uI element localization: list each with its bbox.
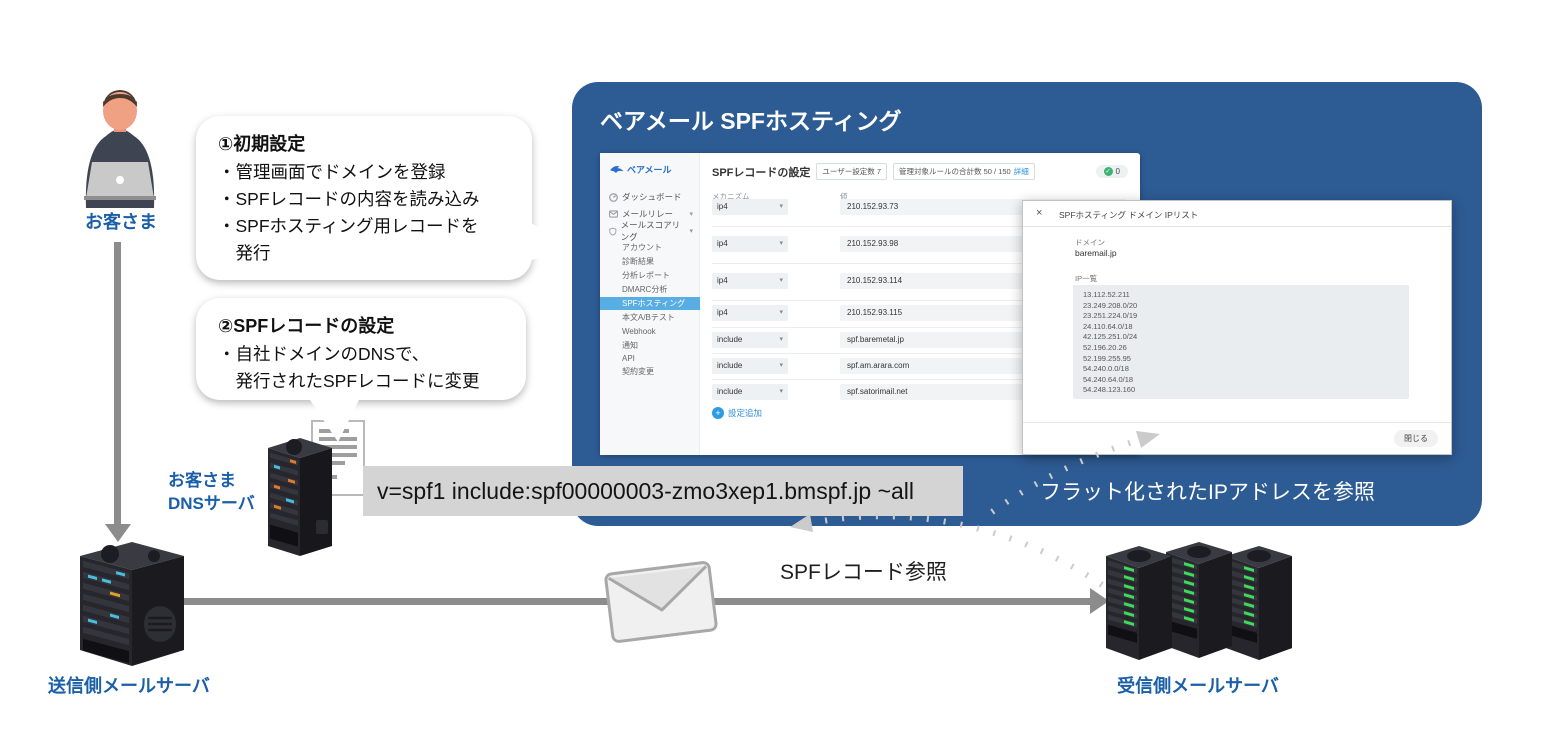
- mechanism-select[interactable]: ip4▾: [712, 199, 788, 215]
- product-panel: ベアメール SPFホスティング ベアメール ダッシュボード メールリレー ▾: [572, 82, 1482, 526]
- detail-link[interactable]: 詳細: [1013, 167, 1029, 176]
- sender-server-illustration: [80, 542, 184, 666]
- row-divider: [712, 300, 1140, 301]
- spf-record-reference-label: SPFレコード参照: [780, 561, 947, 584]
- admin-screenshot: ベアメール ダッシュボード メールリレー ▾ メールスコアリング ▾ アカウント: [600, 153, 1140, 455]
- modal-footer-divider: [1023, 422, 1451, 423]
- sidebar-item-mail-relay[interactable]: メールリレー ▾: [600, 206, 700, 222]
- ip-list-modal: × SPFホスティング ドメイン IPリスト ドメイン baremail.jp …: [1022, 200, 1452, 455]
- step2-bubble: ②SPFレコードの設定 ・自社ドメインのDNSで、 発行されたSPFレコードに変…: [196, 298, 526, 400]
- close-icon[interactable]: ×: [1036, 207, 1043, 219]
- chevron-down-icon: ▾: [689, 211, 693, 218]
- row-divider: [712, 379, 1140, 380]
- flattened-ip-label: フラット化されたIPアドレスを参照: [1040, 481, 1375, 504]
- app-logo[interactable]: ベアメール: [609, 163, 672, 176]
- step1-line: ・SPFレコードの内容を読み込み: [218, 189, 480, 210]
- step1-line: 発行: [218, 243, 271, 264]
- step1-title: ①初期設定: [218, 134, 306, 154]
- receiver-servers-illustration: [1106, 542, 1292, 660]
- ip-list-label: IP一覧: [1075, 274, 1098, 283]
- page-title: SPFレコードの設定: [712, 166, 811, 179]
- plus-icon: +: [712, 407, 724, 419]
- modal-title: SPFホスティング ドメイン IPリスト: [1059, 210, 1199, 220]
- sidebar-item-account[interactable]: アカウント: [622, 243, 662, 252]
- envelope-icon: [604, 561, 718, 643]
- add-setting-button[interactable]: + 設定追加: [712, 407, 762, 419]
- admin-sidebar: ベアメール ダッシュボード メールリレー ▾ メールスコアリング ▾ アカウント: [600, 153, 700, 455]
- app-logo-text: ベアメール: [627, 165, 672, 175]
- arrow-right-head: [1090, 588, 1109, 614]
- chevron-down-icon: ▾: [779, 362, 783, 369]
- step2-title: ②SPFレコードの設定: [218, 316, 395, 336]
- chevron-down-icon: ▾: [779, 240, 783, 247]
- sidebar-item-dmarc[interactable]: DMARC分析: [622, 285, 668, 294]
- customer-to-sender-arrow: [114, 242, 121, 525]
- step1-bubble-tail: [526, 220, 570, 262]
- sidebar-item-diagnosis[interactable]: 診断結果: [622, 257, 654, 266]
- sender-server-label: 送信側メールサーバ: [48, 676, 210, 696]
- ip-list-textarea[interactable]: 13.112.52.211 23.249.208.0/20 23.251.224…: [1073, 285, 1409, 399]
- mechanism-select[interactable]: ip4▾: [712, 305, 788, 321]
- sidebar-item-api[interactable]: API: [622, 354, 635, 363]
- column-value: 値: [840, 192, 848, 201]
- arrow-down-head: [105, 524, 131, 542]
- sidebar-item-mail-scoring[interactable]: メールスコアリング ▾: [600, 220, 700, 242]
- sidebar-item-contract[interactable]: 契約変更: [622, 367, 654, 376]
- customer-label: お客さま: [85, 212, 157, 232]
- dns-server-illustration: [268, 438, 332, 556]
- column-mechanism: メカニズム: [712, 192, 750, 201]
- customer-illustration: [84, 90, 156, 208]
- mechanism-select[interactable]: ip4▾: [712, 273, 788, 289]
- mechanism-select[interactable]: include▾: [712, 358, 788, 374]
- user-setting-count-badge: ユーザー設定数 7: [816, 163, 888, 180]
- step2-line: 発行されたSPFレコードに変更: [218, 371, 480, 392]
- check-icon: ✓: [1103, 167, 1113, 176]
- close-button[interactable]: 閉じる: [1394, 430, 1438, 447]
- sidebar-item-analysis-report[interactable]: 分析レポート: [622, 271, 670, 280]
- sidebar-item-ab-test[interactable]: 本文A/Bテスト: [622, 313, 675, 322]
- row-divider: [712, 226, 1140, 227]
- sidebar-item-dashboard[interactable]: ダッシュボード: [600, 189, 700, 205]
- bird-logo-icon: [610, 166, 624, 174]
- product-title: ベアメール SPFホスティング: [600, 108, 902, 134]
- shield-icon: [609, 227, 617, 235]
- receiver-server-label: 受信側メールサーバ: [1117, 676, 1279, 696]
- mail-icon: [609, 210, 618, 218]
- modal-header: × SPFホスティング ドメイン IPリスト: [1023, 201, 1451, 227]
- spf-record-box: v=spf1 include:spf00000003-zmo3xep1.bmsp…: [363, 466, 963, 516]
- chevron-down-icon: ▾: [779, 277, 783, 284]
- step1-line: ・SPFホスティング用レコードを: [218, 216, 479, 237]
- mechanism-select[interactable]: ip4▾: [712, 236, 788, 252]
- row-divider: [712, 353, 1140, 354]
- chevron-down-icon: ▾: [779, 388, 783, 395]
- mechanism-select[interactable]: include▾: [712, 332, 788, 348]
- step2-bubble-tail: [306, 394, 362, 442]
- step2-line: ・自社ドメインのDNSで、: [218, 343, 430, 364]
- sidebar-item-spf-hosting[interactable]: SPFホスティング: [600, 297, 700, 310]
- status-badge: ✓0: [1095, 165, 1128, 178]
- chevron-down-icon: ▾: [689, 228, 693, 235]
- sidebar-item-webhook[interactable]: Webhook: [622, 327, 656, 336]
- dns-server-label: お客さま DNSサーバ: [168, 471, 255, 513]
- row-divider: [712, 263, 1140, 264]
- chevron-down-icon: ▾: [779, 203, 783, 210]
- chevron-down-icon: ▾: [779, 309, 783, 316]
- chevron-down-icon: ▾: [779, 336, 783, 343]
- step1-line: ・管理画面でドメインを登録: [218, 161, 446, 182]
- gauge-icon: [609, 192, 618, 202]
- step1-bubble: ①初期設定 ・管理画面でドメインを登録 ・SPFレコードの内容を読み込み ・SP…: [196, 116, 532, 280]
- domain-label: ドメイン: [1075, 238, 1105, 247]
- row-divider: [712, 327, 1140, 328]
- mechanism-select[interactable]: include▾: [712, 384, 788, 400]
- domain-value: baremail.jp: [1075, 248, 1117, 258]
- sidebar-item-notification[interactable]: 通知: [622, 341, 638, 350]
